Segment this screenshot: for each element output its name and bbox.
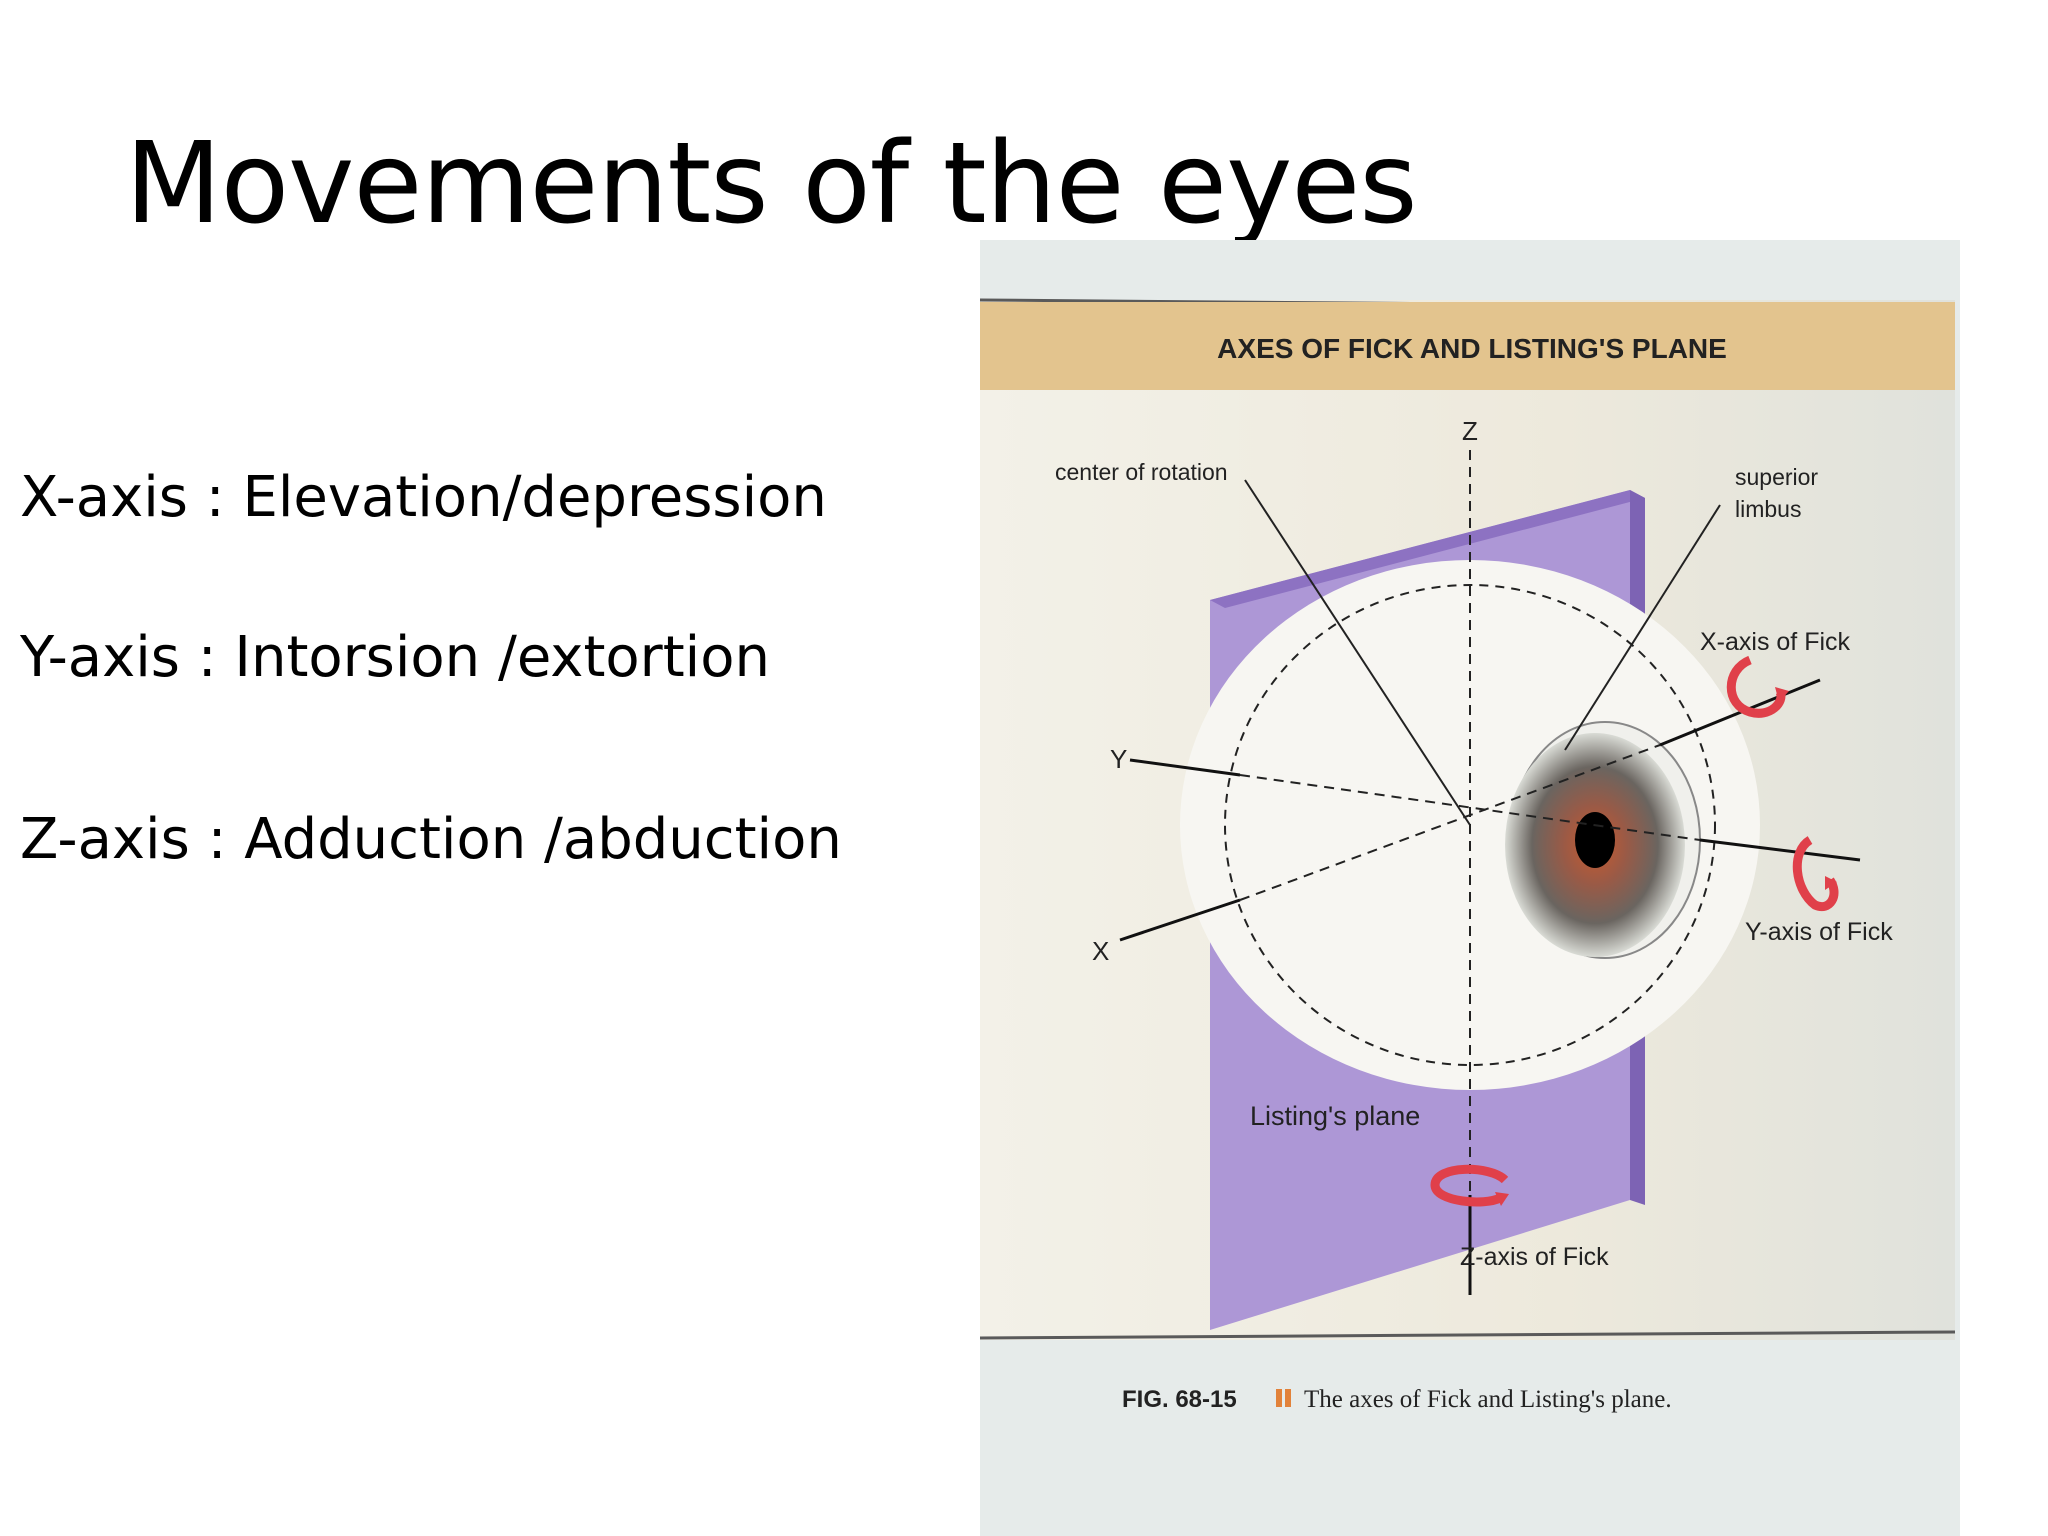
slide-title: Movements of the eyes	[125, 119, 1418, 249]
x-axis-of-fick-label: X-axis of Fick	[1700, 628, 1851, 656]
banner-title: AXES OF FICK AND LISTING'S PLANE	[1217, 333, 1727, 364]
x-axis-dashed	[1239, 744, 1661, 901]
x-axis-solid-right	[1659, 678, 1821, 747]
superior-limbus-label-line2: limbus	[1735, 496, 1801, 522]
y-rotation-arrow-icon	[1792, 836, 1839, 912]
caption-figure-number: FIG. 68-15	[1122, 1386, 1237, 1413]
z-axis-of-fick-label: Z-axis of Fick	[1460, 1243, 1609, 1271]
x-rotation-arrowhead-icon	[1775, 687, 1789, 702]
y-rotation-arrowhead-icon	[1825, 876, 1837, 890]
banner	[980, 302, 1955, 390]
z-axis-description: Z-axis : Adduction /abduction	[20, 807, 842, 872]
caption-marker-bar-1	[1276, 1389, 1282, 1407]
x-rotation-arrow-icon	[1726, 655, 1786, 718]
listings-plane-top-edge	[1210, 490, 1645, 608]
y-axis-solid-left	[1129, 758, 1241, 777]
listings-plane-label: Listing's plane	[1250, 1101, 1420, 1131]
x-label: X	[1092, 936, 1109, 966]
z-rotation-arrowhead-icon	[1495, 1192, 1509, 1206]
z-rotation-arrow-icon	[1430, 1164, 1509, 1207]
superior-limbus-label-line1: superior	[1735, 464, 1818, 490]
y-axis-of-fick-label: Y-axis of Fick	[1745, 918, 1893, 946]
y-axis-description: Y-axis : Intorsion /extortion	[20, 625, 770, 690]
caption-text: The axes of Fick and Listing's plane.	[1304, 1386, 1672, 1413]
y-axis-dashed	[1239, 774, 1701, 841]
x-axis-solid-left	[1119, 898, 1241, 942]
center-of-rotation-label: center of rotation	[1055, 459, 1228, 485]
panel-bottom-rule	[980, 1330, 1956, 1340]
caption-marker-bar-2	[1285, 1389, 1291, 1407]
fick-axes-diagram: AXES OF FICK AND LISTING'S PLANE Z Y X c…	[980, 240, 1960, 1536]
textbook-figure-photo: AXES OF FICK AND LISTING'S PLANE Z Y X c…	[980, 240, 1960, 1536]
pupil	[1575, 812, 1615, 868]
y-axis-solid-right	[1699, 838, 1861, 862]
center-of-rotation-leader	[1244, 479, 1471, 826]
superior-limbus-leader	[1564, 504, 1721, 751]
x-axis-description: X-axis : Elevation/depression	[20, 465, 827, 530]
rotation-circle	[1224, 584, 1716, 1066]
y-label: Y	[1110, 744, 1127, 774]
z-label: Z	[1462, 416, 1478, 446]
